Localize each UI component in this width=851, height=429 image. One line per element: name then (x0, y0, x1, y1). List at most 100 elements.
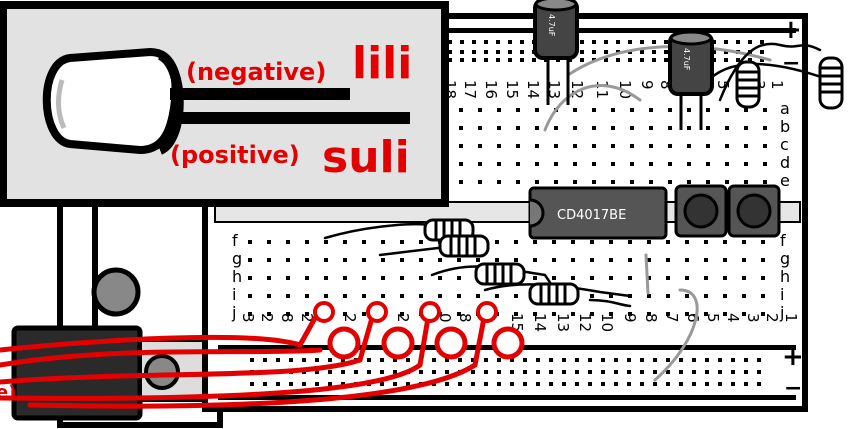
breadboard-hole (666, 240, 670, 244)
breadboard-hole (611, 144, 615, 148)
breadboard-hole (445, 382, 449, 386)
resistor-icon (818, 56, 844, 110)
breadboard-hole (341, 370, 345, 374)
svg-text:13: 13 (554, 313, 572, 332)
breadboard-hole (575, 358, 579, 362)
breadboard-hole (761, 258, 765, 262)
breadboard-hole (704, 294, 708, 298)
breadboard-hole (393, 358, 397, 362)
breadboard-hole (458, 358, 462, 362)
breadboard-hole (630, 144, 634, 148)
breadboard-hole (757, 358, 761, 362)
breadboard-hole (705, 382, 709, 386)
breadboard-hole (666, 382, 670, 386)
breadboard-hole (549, 358, 553, 362)
breadboard-hole (554, 126, 558, 130)
breadboard-hole (478, 144, 482, 148)
push-button-icon (727, 184, 781, 238)
breadboard-hole (533, 312, 537, 316)
breadboard-hole (267, 312, 271, 316)
breadboard-hole (723, 294, 727, 298)
breadboard-hole (381, 294, 385, 298)
breadboard-hole (731, 382, 735, 386)
breadboard-hole (478, 108, 482, 112)
breadboard-hole (315, 382, 319, 386)
breadboard-hole (533, 258, 537, 262)
breadboard-hole (508, 58, 512, 62)
breadboard-hole (592, 108, 596, 112)
breadboard-hole (514, 258, 518, 262)
breadboard-hole (460, 58, 464, 62)
breadboard-hole (400, 312, 404, 316)
breadboard-hole (706, 126, 710, 130)
breadboard-hole (647, 258, 651, 262)
breadboard-hole (692, 370, 696, 374)
resistor-icon (438, 234, 490, 258)
breadboard-hole (286, 294, 290, 298)
breadboard-hole (614, 382, 618, 386)
breadboard-hole (380, 358, 384, 362)
breadboard-hole (630, 126, 634, 130)
breadboard-hole (760, 58, 764, 62)
breadboard-hole (533, 276, 537, 280)
svg-text:3: 3 (744, 313, 762, 323)
breadboard-hole (588, 382, 592, 386)
svg-text:8: 8 (642, 313, 660, 323)
breadboard-hole (601, 370, 605, 374)
svg-text:i: i (232, 285, 236, 304)
breadboard-hole (609, 276, 613, 280)
breadboard-hole (731, 370, 735, 374)
breadboard-hole (609, 258, 613, 262)
breadboard-hole (248, 294, 252, 298)
breadboard-hole (744, 370, 748, 374)
breadboard-hole (381, 276, 385, 280)
breadboard-hole (704, 240, 708, 244)
rail-plus-bottom: + (782, 342, 804, 372)
breadboard-hole (723, 240, 727, 244)
breadboard-hole (640, 382, 644, 386)
breadboard-hole (341, 382, 345, 386)
breadboard-hole (400, 258, 404, 262)
breadboard-hole (484, 370, 488, 374)
breadboard-hole (757, 382, 761, 386)
breadboard-hole (400, 240, 404, 244)
breadboard-hole (286, 312, 290, 316)
resistors (423, 56, 844, 306)
breadboard-hole (705, 370, 709, 374)
breadboard-hole (549, 382, 553, 386)
breadboard-hole (533, 240, 537, 244)
svg-text:5: 5 (704, 313, 722, 323)
breadboard-hole (535, 108, 539, 112)
breadboard-hole (263, 358, 267, 362)
row-letters: ab cd e fg hi j fg hi j (231, 99, 790, 322)
breadboard-hole (718, 382, 722, 386)
breadboard-hole (393, 382, 397, 386)
breadboard-hole (685, 240, 689, 244)
breadboard-hole (666, 258, 670, 262)
breadboard-hole (704, 258, 708, 262)
breadboard-hole (516, 108, 520, 112)
breadboard-hole (343, 240, 347, 244)
breadboard-hole (580, 50, 584, 54)
breadboard-hole (592, 162, 596, 166)
breadboard-hole (742, 258, 746, 262)
breadboard-hole (604, 58, 608, 62)
svg-text:1: 1 (782, 313, 800, 323)
svg-text:11: 11 (593, 80, 611, 99)
breadboard-hole (668, 108, 672, 112)
breadboard-hole (457, 276, 461, 280)
breadboard-hole (305, 294, 309, 298)
breadboard-hole (286, 240, 290, 244)
breadboard-hole (628, 40, 632, 44)
breadboard-hole (761, 276, 765, 280)
positive-word: (positive) (170, 141, 300, 169)
breadboard-hole (248, 276, 252, 280)
svg-text:f: f (232, 231, 238, 250)
rail-plus-top: + (780, 15, 802, 45)
breadboard-hole (742, 312, 746, 316)
breadboard-hole (590, 294, 594, 298)
breadboard-hole (552, 276, 556, 280)
breadboard-hole (706, 162, 710, 166)
svg-text:8: 8 (456, 313, 474, 323)
breadboard-hole (580, 40, 584, 44)
